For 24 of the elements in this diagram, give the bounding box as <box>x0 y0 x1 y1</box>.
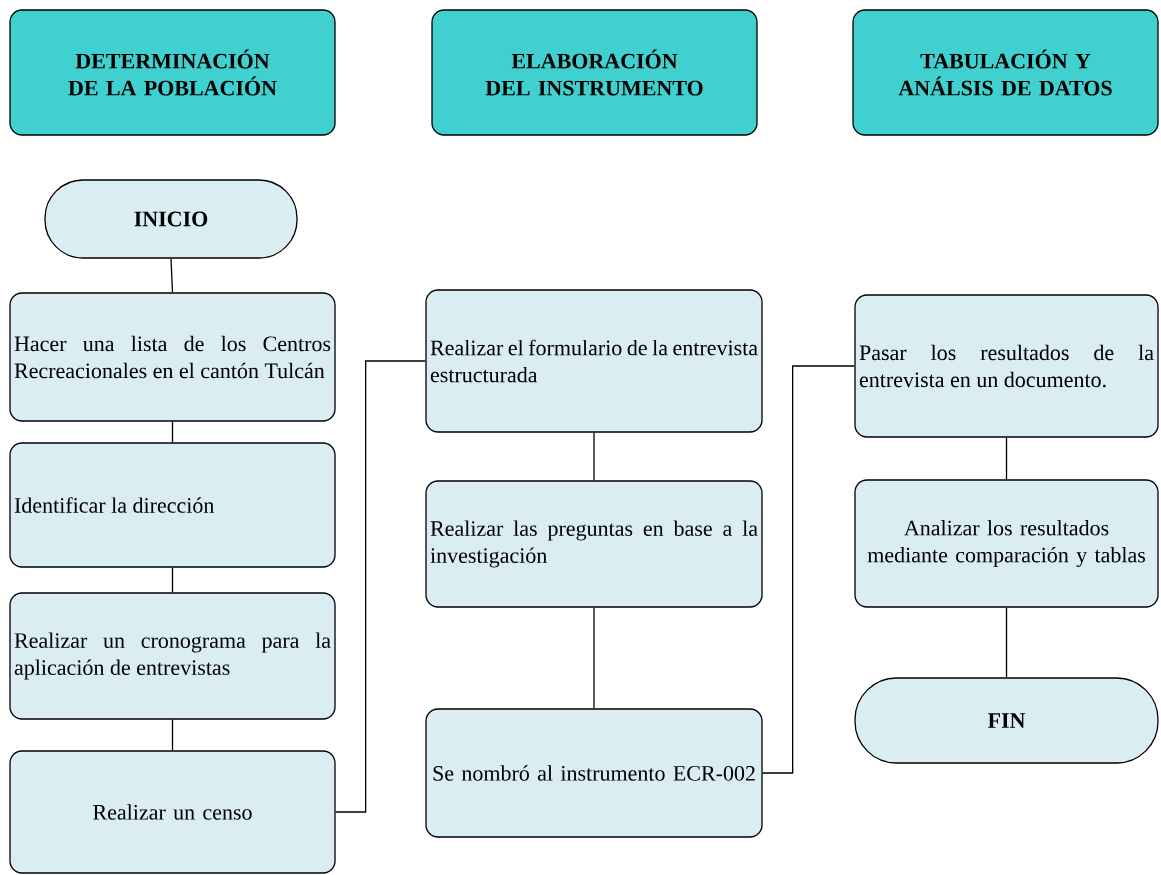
header-box: DETERMINACIÓN DE LA POBLACIÓN <box>9 9 336 136</box>
connector-line <box>171 567 174 593</box>
connector-line <box>1005 607 1008 678</box>
terminal-box: INICIO <box>44 179 298 259</box>
connector-line <box>171 421 174 443</box>
terminal-box: FIN <box>854 677 1159 764</box>
process-box: Realizar un cronograma para la aplicación de entrevistas <box>9 592 336 720</box>
process-box: Analizar los resultados mediante comparación y tablas <box>854 479 1159 608</box>
connector-line <box>593 432 595 481</box>
connector-line <box>762 365 855 774</box>
process-box: Realizar el formulario de la entrevista estructurada <box>425 289 763 433</box>
process-box: Identificar la dirección <box>9 442 336 568</box>
connector-line <box>170 258 174 293</box>
connector-line <box>593 607 595 709</box>
process-box: Se nombró al instrumento ECR-002 <box>425 708 763 838</box>
process-box: Realizar un censo <box>9 750 336 874</box>
process-box: Pasar los resultados de la entrevista en un documento. <box>854 294 1159 438</box>
connector-line <box>335 360 426 813</box>
header-box: ELABORACIÓN DEL INSTRUMENTO <box>431 9 758 136</box>
connector-line <box>1005 437 1008 480</box>
header-box: TABULACIÓN Y ANÁLSIS DE DATOS <box>852 9 1159 136</box>
process-box: Realizar las preguntas en base a la investigación <box>425 480 763 608</box>
connector-line <box>171 719 174 751</box>
process-box: Hacer una lista de los Centros Recreacionales en el cantón Tulcán <box>9 292 336 422</box>
